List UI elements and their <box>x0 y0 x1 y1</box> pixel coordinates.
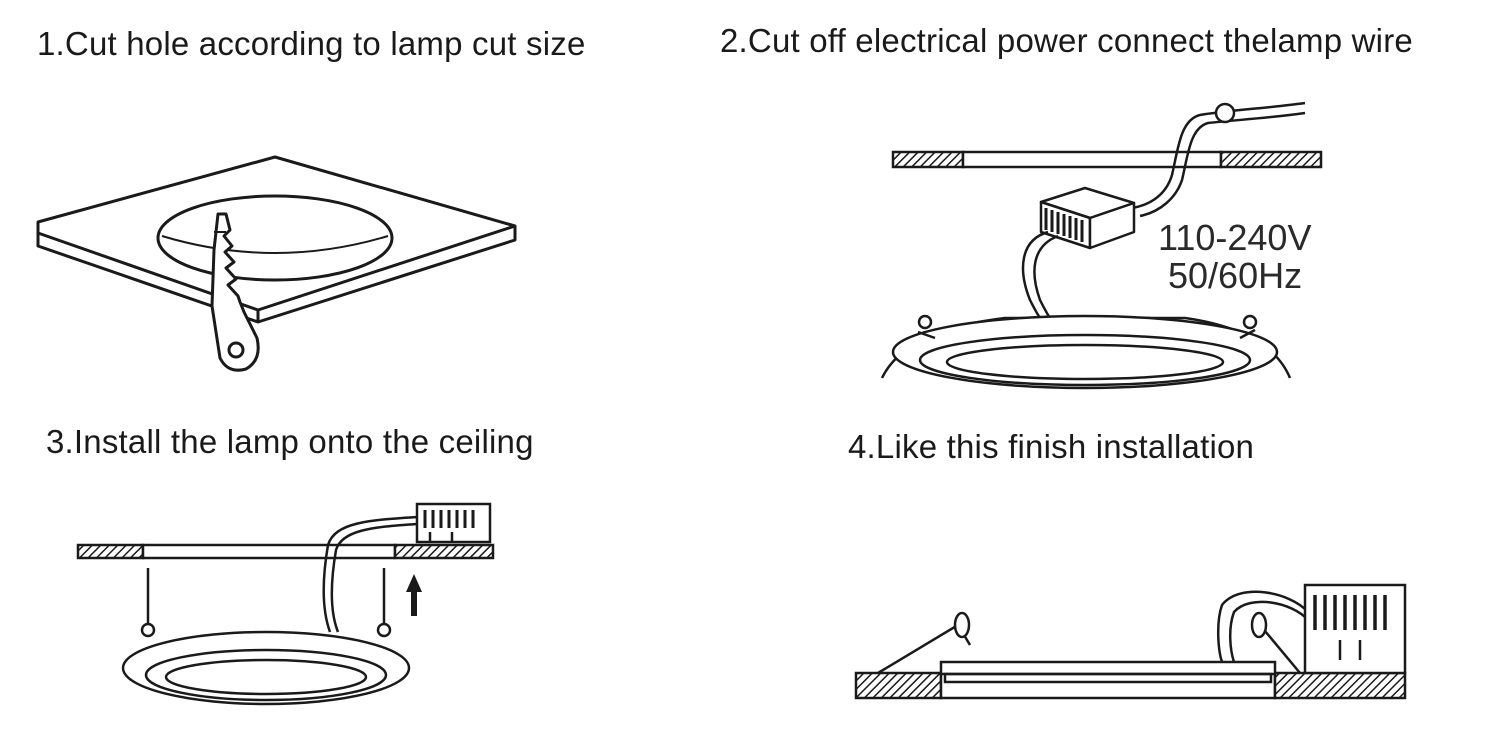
ceiling-board <box>891 150 1323 169</box>
ceiling-board <box>854 671 1407 700</box>
spring-clips <box>140 568 392 638</box>
saw-tool-icon <box>210 212 260 372</box>
lamp-wire <box>322 515 418 633</box>
step-3-title: 3.Install the lamp onto the ceiling <box>46 423 534 460</box>
step-2-title: 2.Cut off electrical power connect thela… <box>720 22 1413 59</box>
lamp-wire <box>1021 230 1059 319</box>
downlight-lamp <box>880 314 1292 390</box>
downlight-lamp <box>121 630 411 706</box>
driver-box <box>1039 186 1136 250</box>
driver-box <box>1303 583 1407 675</box>
power-wire <box>1131 101 1306 218</box>
spring-clips <box>877 611 1301 675</box>
step-1-title: 1.Cut hole according to lamp cut size <box>37 25 586 62</box>
driver-box <box>415 502 492 544</box>
lamp-panel <box>939 660 1277 684</box>
ceiling-board <box>76 543 495 560</box>
up-arrow-icon <box>406 574 422 616</box>
lamp-wire <box>1217 590 1309 663</box>
step-4-title: 4.Like this finish installation <box>848 428 1255 465</box>
frequency-label: 50/60Hz <box>1168 255 1302 296</box>
voltage-label: 110-240V <box>1158 217 1311 258</box>
